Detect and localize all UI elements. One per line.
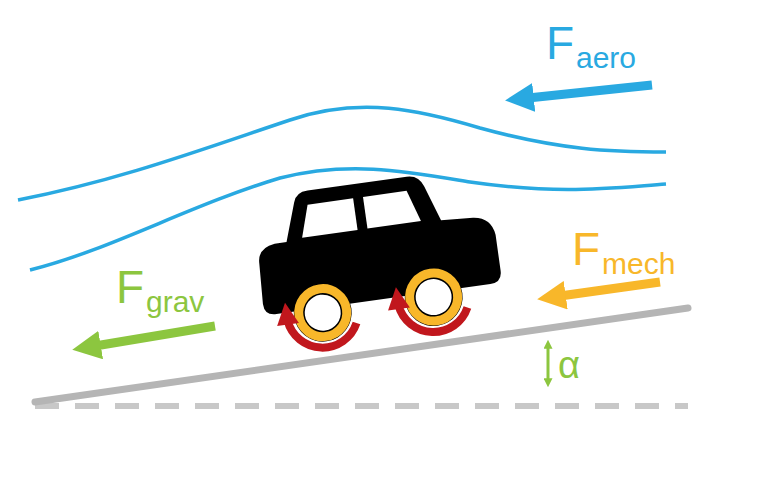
car [248,166,508,356]
wheel [272,279,359,353]
car-window [298,198,358,237]
inclined-road [35,308,688,402]
force-symbol: F [546,20,574,66]
force-symbol: F [116,264,144,310]
aero-force-arrow [528,85,652,98]
car-window [363,189,421,228]
mech-force-arrow [560,282,660,296]
force-symbol: F [572,226,600,272]
angle-label: α [558,346,580,384]
grav-force-arrow [95,326,215,346]
force-subscript: mech [602,249,675,279]
angle-arrow [547,347,550,380]
force-subscript: aero [576,43,636,73]
force-subscript: grav [146,287,204,317]
horizontal-reference [35,403,688,409]
car-body [248,166,502,316]
wheel [383,264,470,338]
